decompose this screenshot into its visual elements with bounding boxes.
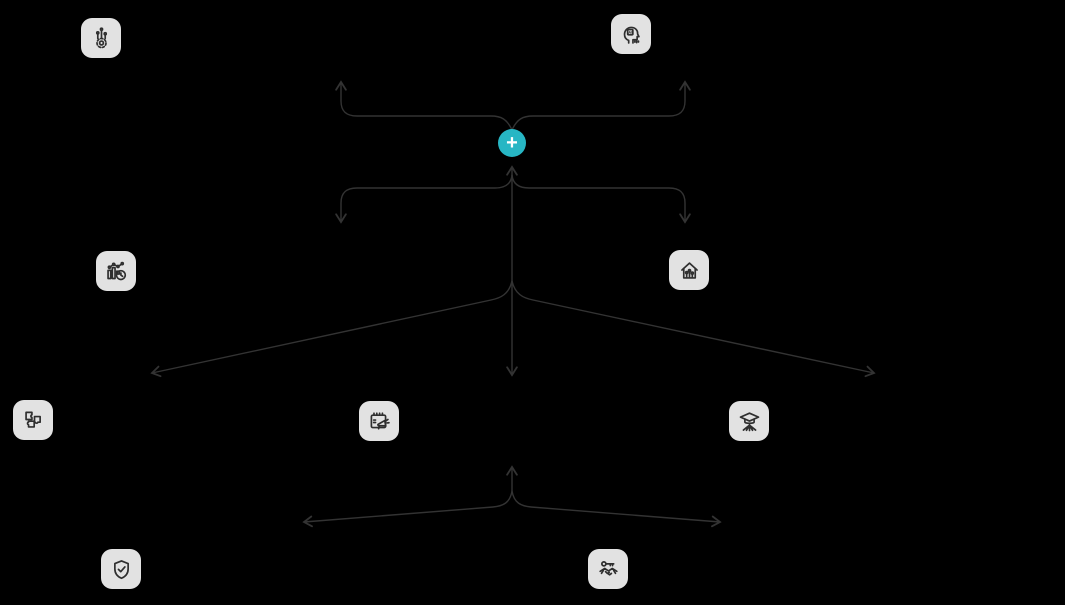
smart-home-icon: [680, 261, 698, 279]
node-gear-circuit[interactable]: [81, 18, 121, 58]
gear-circuit-icon: [95, 26, 107, 48]
node-calendar-megaphone[interactable]: [359, 401, 399, 441]
node-ai-head-speech[interactable]: AI: [611, 14, 651, 54]
edge-fan-lower-far-left: [150, 280, 513, 378]
edge-plus-to-top-left: [335, 80, 513, 131]
graduation-cap-network-icon: [739, 411, 759, 431]
edge-bottom-fan-right: [511, 490, 722, 528]
edge-plus-to-top-right: [511, 80, 691, 131]
bar-chart-clock-icon: [106, 261, 126, 280]
shield-check-icon: [113, 559, 129, 579]
ai-head-speech-icon: AI: [623, 26, 640, 44]
node-smart-home[interactable]: [669, 250, 709, 290]
node-handshake-key[interactable]: [588, 549, 628, 589]
edge-branch-middle-right: [511, 174, 691, 224]
node-shield-check[interactable]: [101, 549, 141, 589]
handshake-key-icon: [598, 560, 618, 576]
edge-bottom-fan-left: [302, 490, 513, 528]
edge-branch-middle-left: [335, 174, 513, 224]
edge-fan-lower-right: [511, 280, 876, 378]
calendar-megaphone-icon: [370, 411, 390, 430]
add-node-button[interactable]: +: [498, 129, 526, 157]
svg-text:AI: AI: [628, 30, 632, 34]
puzzle-pieces-icon: [24, 411, 41, 428]
node-puzzle-pieces[interactable]: [13, 400, 53, 440]
node-graduation-cap-network[interactable]: [729, 401, 769, 441]
node-bar-chart-clock[interactable]: [96, 251, 136, 291]
